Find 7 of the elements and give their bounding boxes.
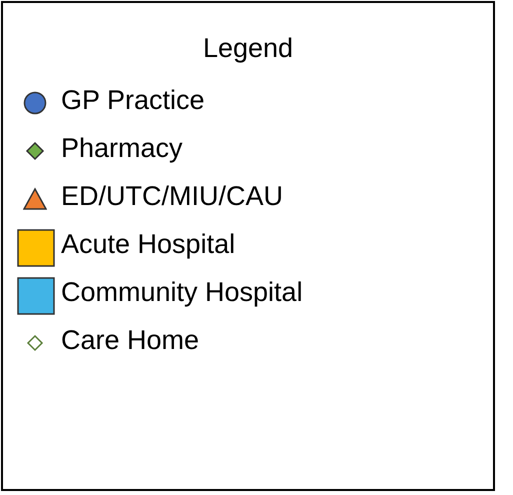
legend-label: GP Practice [61,85,205,116]
legend-title: Legend [202,33,294,64]
legend-label: Community Hospital [61,277,303,308]
legend-label: ED/UTC/MIU/CAU [61,181,283,212]
legend-label: Care Home [61,325,200,356]
legend-label: Acute Hospital [61,229,236,260]
legend-label: Pharmacy [61,133,183,164]
